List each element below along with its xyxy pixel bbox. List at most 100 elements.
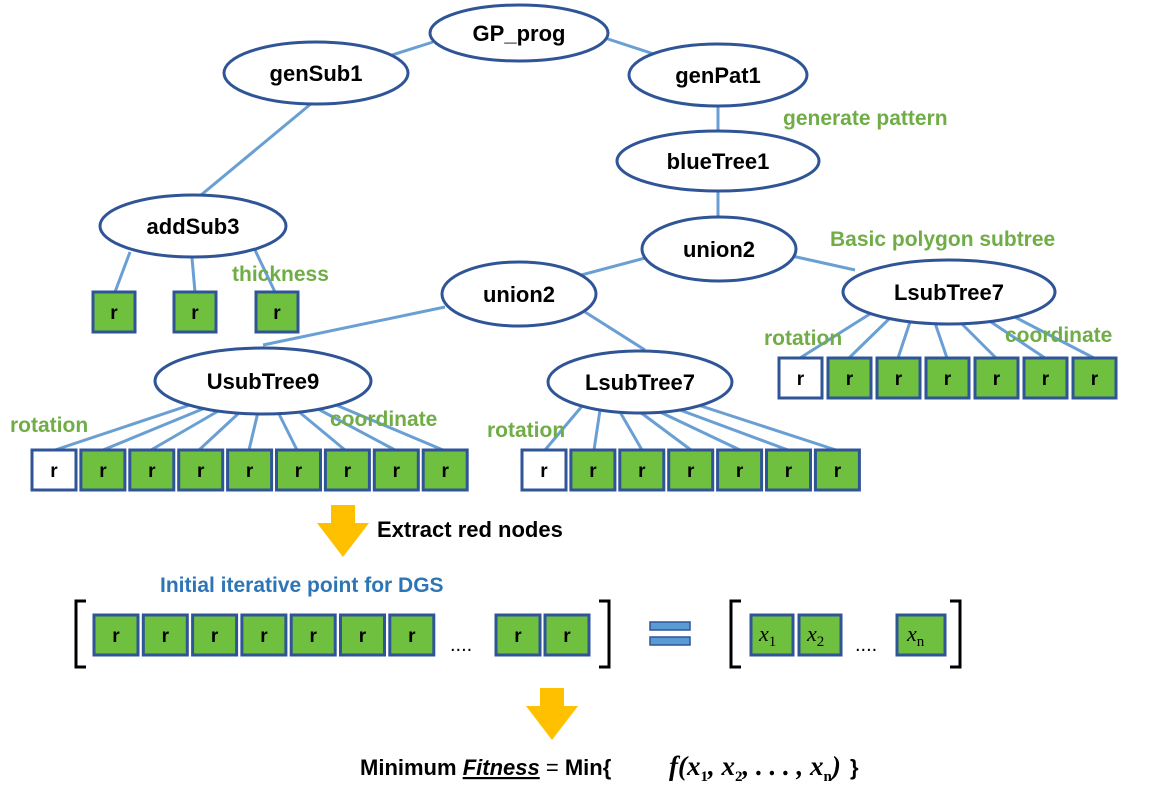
edge-usub-leaf [276, 411, 299, 451]
leaf-label: r [638, 461, 646, 482]
node-usubtree9: UsubTree9 [153, 346, 373, 416]
edge-usub-leaf [297, 409, 346, 452]
edge-gensub-addsub [194, 101, 313, 202]
leaf-label: r [736, 461, 744, 482]
leaf-usub: r [421, 448, 469, 492]
leaf-label: r [309, 626, 317, 647]
node-lsubtree7-right: LsubTree7 [841, 258, 1057, 326]
r-vector-cell: r [543, 613, 591, 657]
node-label: union2 [483, 282, 555, 307]
fitness-equals: = [546, 755, 559, 780]
edge-lsubright-leaf [1004, 310, 1095, 360]
edge-lsubmid-leaf [697, 403, 837, 452]
leaf-label: r [246, 461, 254, 482]
left-bracket [74, 599, 86, 669]
edge-lsubright-leaf [847, 316, 892, 360]
r-vector-cell: r [92, 613, 140, 657]
leaf-label: r [344, 461, 352, 482]
leaf-lsub-right: r [1071, 356, 1118, 400]
edge-lsubright-leaf [933, 322, 949, 359]
edge-lsubright-leaf [896, 321, 912, 359]
edge-addsub-leaf2 [190, 257, 197, 293]
leaf-lsub-mid: r [667, 448, 715, 492]
fitness-min: Min{ [565, 755, 612, 780]
leaf-label: r [99, 461, 107, 482]
node-lsubtree7-mid: LsubTree7 [546, 349, 734, 415]
edge-usub-leaf [150, 408, 221, 452]
leaf-label: r [797, 369, 805, 390]
leaf-label: r [563, 626, 571, 647]
edge-lsubmid-leaf [659, 410, 741, 452]
node-addsub3: addSub3 [98, 193, 288, 259]
leaf-label: r [162, 626, 170, 647]
extract-red-nodes-label: Extract red nodes [377, 517, 563, 542]
ellipsis-x: .... [855, 634, 877, 656]
leaf-usub: r [128, 448, 176, 492]
node-label: genPat1 [675, 63, 761, 88]
leaf-lsub-mid: r [765, 448, 812, 492]
x1-cell: x1 [749, 613, 795, 657]
edge-unionleft-lsubmid [584, 310, 646, 352]
leaf-label: r [944, 369, 952, 390]
svg-text:Minimum Fitness =: Minimum Fitness = Min{ [360, 755, 612, 780]
annotation-basic-polygon: Basic polygon subtree [830, 228, 1055, 251]
node-label: union2 [683, 237, 755, 262]
node-label: genSub1 [270, 61, 363, 86]
down-arrow-icon [317, 505, 369, 557]
node-label: blueTree1 [667, 149, 770, 174]
edge-lsubright-leaf [958, 320, 998, 360]
leaf-usub: r [79, 448, 127, 492]
edge-usub-leaf [317, 407, 396, 452]
r-vector-cell: r [240, 613, 288, 657]
node-label: LsubTree7 [585, 370, 695, 395]
leaf-label: r [260, 626, 268, 647]
edge-addsub-leaf3 [253, 249, 277, 293]
x-vector: x1 x2 .... xn [749, 613, 947, 657]
edge-addsub-leaf1 [113, 251, 132, 293]
leaf-lsub-mid: r [716, 448, 764, 492]
edge-lsubright-leaf [799, 310, 874, 360]
leaf-label: r [1091, 369, 1099, 390]
leaf-label: r [589, 461, 597, 482]
leaf-addsub: r [172, 290, 218, 334]
leaf-lsub-mid: r [813, 448, 861, 492]
edge-usub-leaf [335, 403, 444, 452]
node-label: LsubTree7 [894, 280, 1004, 305]
svg-text:x2: x2 [806, 621, 824, 650]
leaf-lsub-mid: r [569, 448, 617, 492]
leaf-usub: r [30, 448, 78, 492]
edge-lsubmid-leaf [592, 409, 602, 451]
fitness-formula: Minimum Fitness = Min{ f(x1, x2, . . . ,… [360, 751, 859, 785]
leaf-lsub-right: r [973, 356, 1020, 400]
edge-lsubmid-leaf [679, 408, 789, 452]
leaf-label: r [895, 369, 903, 390]
leaf-lsub-right: r [1022, 356, 1069, 400]
fitness-function: f(x1, x2, . . . , xn) [669, 751, 841, 785]
node-bluetree1: blueTree1 [615, 129, 821, 193]
leaf-addsub: r [254, 290, 300, 334]
x2-cell: x2 [797, 613, 843, 657]
edge-lsubright-leaf [984, 316, 1046, 360]
leaf-label: r [295, 461, 303, 482]
initial-point-label: Initial iterative point for DGS [160, 574, 444, 597]
svg-text:xn: xn [906, 621, 925, 650]
annotation-thickness: thickness [232, 263, 329, 286]
down-arrow-icon [526, 688, 578, 740]
r-vector-cell: r [339, 613, 386, 657]
leaf-usub: r [275, 448, 322, 492]
leaf-usub: r [177, 448, 225, 492]
leaf-label: r [1042, 369, 1050, 390]
edge-usub-leaf [54, 403, 191, 452]
leaf-lsub-right: r [777, 356, 824, 400]
leaf-label: r [110, 303, 118, 324]
annotation-rotation-right: rotation [764, 327, 842, 350]
node-gensub1: genSub1 [222, 40, 410, 106]
leaf-label: r [785, 461, 793, 482]
edge-usub-leaf [102, 406, 206, 452]
annotation-rotation-left: rotation [10, 414, 88, 437]
leaf-addsub: r [91, 290, 137, 334]
fitness-close: } [850, 755, 859, 780]
